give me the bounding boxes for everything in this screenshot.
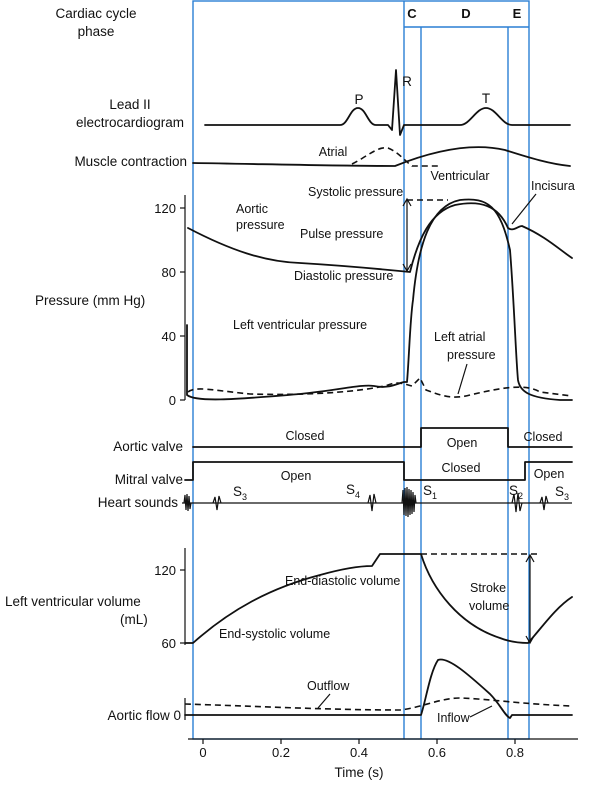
lv-pressure-label: Left ventricular pressure <box>233 318 367 332</box>
ecg-trace <box>204 69 571 136</box>
time-axis-label: Time (s) <box>335 765 384 780</box>
pressure-tick-label-0: 0 <box>169 393 176 408</box>
stroke-volume-arrow-top <box>525 553 535 563</box>
outflow-label: Outflow <box>307 679 350 693</box>
heart-sounds-label: Heart sounds <box>98 495 179 510</box>
mitral-open-label-2: Open <box>534 467 565 481</box>
pulse-pressure-arrow-bottom <box>402 263 412 273</box>
aortic-pressure-label-line1: Aortic <box>236 202 268 216</box>
pressure-tick-label-80: 80 <box>162 265 176 280</box>
s3-label-2: S3 <box>555 484 569 502</box>
lv-volume-curve <box>184 553 573 644</box>
incisura-pointer <box>511 193 537 225</box>
pulse-pressure-label: Pulse pressure <box>300 227 383 241</box>
aortic-flow-dashed <box>184 697 573 711</box>
edv-label: End-diastolic volume <box>285 574 400 588</box>
atrial-label: Atrial <box>319 145 347 159</box>
aortic-closed-label-2: Closed <box>524 430 563 444</box>
mitral-closed-label: Closed <box>442 461 481 475</box>
la-pressure-label-line1: Left atrial <box>434 330 485 344</box>
esv-label: End-systolic volume <box>219 627 330 641</box>
phase-d-label: D <box>461 6 470 21</box>
aortic-valve-label: Aortic valve <box>113 439 183 454</box>
heart-sound-s1-burst <box>401 486 417 518</box>
phase-title-line1: Cardiac cycle <box>55 6 136 21</box>
pulse-pressure-arrow-top <box>402 197 412 207</box>
inflow-pointer <box>469 705 493 718</box>
ecg-label-line1: Lead II <box>109 97 150 112</box>
mitral-valve-label: Mitral valve <box>115 472 183 487</box>
la-pressure-label-line2: pressure <box>447 348 496 362</box>
volume-tick-label-60: 60 <box>162 636 176 651</box>
diastolic-pressure-label: Diastolic pressure <box>294 269 393 283</box>
outflow-pointer <box>317 693 331 709</box>
stroke-volume-arrow-bottom <box>525 635 535 645</box>
la-pressure-pointer <box>457 363 468 395</box>
inflow-label: Inflow <box>437 711 471 725</box>
pressure-axis-label: Pressure (mm Hg) <box>35 293 145 308</box>
stroke-volume-label-line1: Stroke <box>470 581 506 595</box>
phase-title-line2: phase <box>78 24 115 39</box>
s4-label: S4 <box>346 482 360 500</box>
volume-tick-label-120: 120 <box>154 563 176 578</box>
ventricular-contraction-curve <box>192 146 571 167</box>
aortic-flow-label: Aortic flow 0 <box>107 708 181 723</box>
ecg-label-line2: electrocardiogram <box>76 115 184 130</box>
time-tick-label-0.2: 0.2 <box>272 745 290 760</box>
time-tick-label-0.6: 0.6 <box>428 745 446 760</box>
s3-label-1: S3 <box>233 484 247 502</box>
heart-sound-s3-burst-1 <box>212 495 222 511</box>
heart-sound-burst-start <box>183 493 192 512</box>
ecg-t-label: T <box>482 91 490 106</box>
incisura-label: Incisura <box>531 179 575 193</box>
phase-c-label: C <box>407 6 417 21</box>
heart-sound-s2-burst <box>511 492 523 513</box>
phase-e-label: E <box>513 6 522 21</box>
s2-label: S2 <box>509 483 523 501</box>
ecg-p-label: P <box>354 92 363 107</box>
la-pressure-curve <box>187 376 573 398</box>
mitral-open-label-1: Open <box>281 469 312 483</box>
ventricular-label: Ventricular <box>430 169 489 183</box>
time-tick-label-0: 0 <box>199 745 206 760</box>
pressure-tick-label-40: 40 <box>162 329 176 344</box>
time-tick-label-0.8: 0.8 <box>506 745 524 760</box>
heart-sound-s4-burst <box>367 493 377 512</box>
aortic-open-label: Open <box>447 436 478 450</box>
lv-pressure-curve <box>186 198 573 401</box>
atrial-contraction-curve <box>351 146 440 167</box>
aortic-flow-solid <box>184 658 573 719</box>
aortic-pressure-label-line2: pressure <box>236 218 285 232</box>
heart-sound-s3-burst-2 <box>539 495 549 511</box>
pressure-tick-label-120: 120 <box>154 201 176 216</box>
aortic-valve-state-line <box>192 427 573 448</box>
aortic-pressure-curve <box>187 202 573 273</box>
time-tick-label-0.4: 0.4 <box>350 745 368 760</box>
volume-label-line1: Left ventricular volume <box>5 594 141 609</box>
mitral-valve-state-line <box>184 461 573 481</box>
aortic-closed-label-1: Closed <box>286 429 325 443</box>
volume-label-line2: (mL) <box>120 612 148 627</box>
muscle-label: Muscle contraction <box>74 154 187 169</box>
systolic-pressure-label: Systolic pressure <box>308 185 403 199</box>
s1-label: S1 <box>423 483 437 501</box>
stroke-volume-label-line2: volume <box>469 599 509 613</box>
ecg-r-label: R <box>402 74 412 89</box>
